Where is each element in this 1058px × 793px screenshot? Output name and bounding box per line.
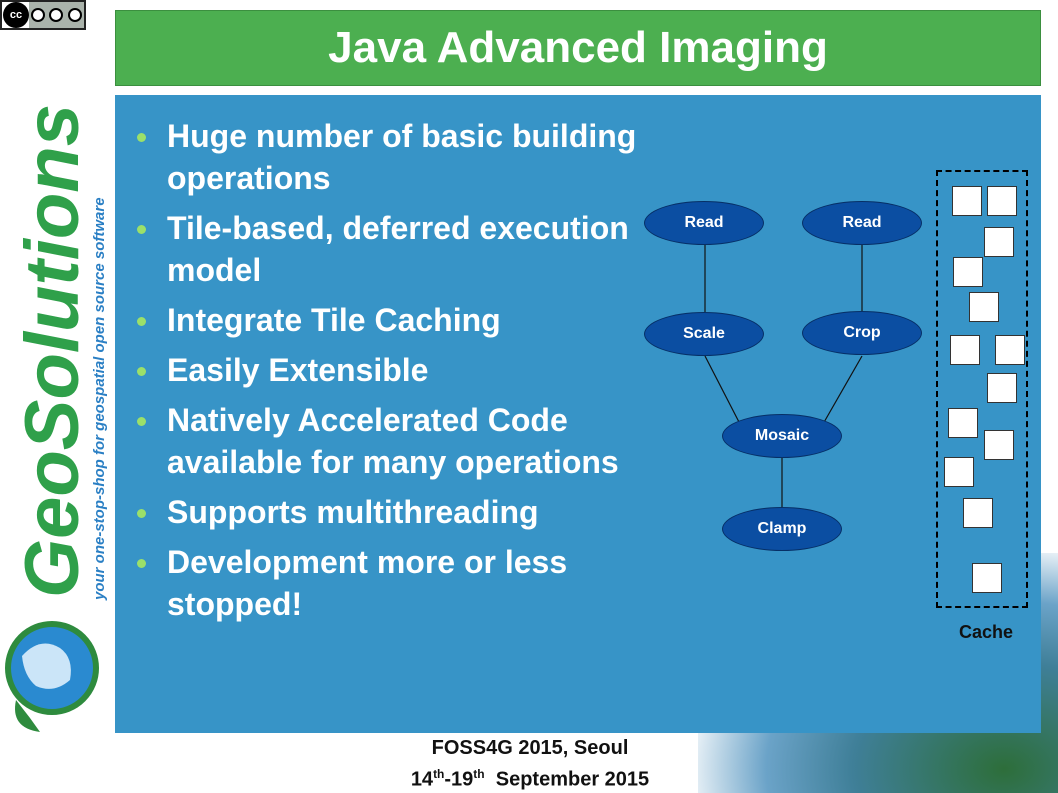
cc-license-badge: cc [0, 0, 86, 30]
bullet-item: Huge number of basic building operations [133, 115, 653, 199]
cache-tile [950, 335, 980, 365]
bullet-text: Tile-based, deferred execution model [167, 210, 629, 288]
slide-title-bar: Java Advanced Imaging [115, 10, 1041, 86]
cache-box [936, 170, 1028, 608]
date-end-sup: th [473, 767, 485, 781]
geosolutions-logo: GeoSolutions your one-stop-shop for geos… [5, 104, 108, 732]
date-start: 14 [410, 768, 434, 791]
node-read-1: Read [644, 201, 764, 245]
globe-icon [5, 621, 99, 732]
cc-icon: cc [3, 2, 29, 28]
date-sep: -19 [444, 768, 474, 791]
node-scale: Scale [644, 312, 764, 356]
node-read-2: Read [802, 201, 922, 245]
bullet-dot-icon [137, 133, 146, 142]
sa-icon [67, 8, 82, 22]
bullet-text: Easily Extensible [167, 352, 429, 388]
bullet-list: Huge number of basic building operations… [133, 115, 653, 633]
bullet-text: Development more or less stopped! [167, 544, 568, 622]
edge-crop-mosaic [822, 355, 863, 425]
bullet-dot-icon [137, 559, 146, 568]
bullet-dot-icon [137, 225, 146, 234]
cache-tile [963, 498, 993, 528]
footer-event: FOSS4G 2015, Seoul [431, 737, 629, 759]
bullet-item: Supports multithreading [133, 491, 653, 533]
cache-tile [972, 563, 1002, 593]
node-mosaic: Mosaic [722, 414, 842, 458]
bullet-item: Natively Accelerated Code available for … [133, 399, 653, 483]
nc-icon [49, 8, 64, 22]
cache-tile [944, 457, 974, 487]
content-panel: Huge number of basic building operations… [115, 95, 1041, 733]
bullet-text: Huge number of basic building operations [167, 118, 637, 196]
cc-terms [29, 2, 84, 28]
bullet-dot-icon [137, 417, 146, 426]
cache-tile [995, 335, 1025, 365]
cache-tile [984, 430, 1014, 460]
bullet-item: Easily Extensible [133, 349, 653, 391]
bullet-text: Supports multithreading [167, 494, 539, 530]
bullet-item: Integrate Tile Caching [133, 299, 653, 341]
cache-tile [984, 227, 1014, 257]
bullet-dot-icon [137, 367, 146, 376]
bullet-text: Integrate Tile Caching [167, 302, 501, 338]
bullet-dot-icon [137, 509, 146, 518]
date-start-sup: th [433, 767, 445, 781]
date-rest: September 2015 [495, 768, 650, 791]
cache-tile [952, 186, 982, 216]
logo-tagline-text: your one-stop-shop for geospatial open s… [91, 197, 108, 601]
cache-tile [953, 257, 983, 287]
cache-label: Cache [958, 622, 1014, 642]
footer-event-info: FOSS4G 2015, Seoul 14th-19th September 2… [360, 735, 700, 793]
edge-scale-mosaic [704, 355, 741, 425]
cache-tile [948, 408, 978, 438]
by-icon [31, 8, 46, 22]
bullet-item: Development more or less stopped! [133, 541, 653, 625]
bullet-text: Natively Accelerated Code available for … [167, 402, 619, 480]
slide-title: Java Advanced Imaging [328, 23, 828, 72]
logo-brand-text: GeoSolutions [10, 104, 95, 598]
cache-tile [969, 292, 999, 322]
node-crop: Crop [802, 311, 922, 355]
cache-tile [987, 373, 1017, 403]
node-clamp: Clamp [722, 507, 842, 551]
bullet-item: Tile-based, deferred execution model [133, 207, 653, 291]
cache-tile [987, 186, 1017, 216]
footer-dates: 14th-19th September 2015 [360, 761, 700, 793]
bullet-dot-icon [137, 317, 146, 326]
